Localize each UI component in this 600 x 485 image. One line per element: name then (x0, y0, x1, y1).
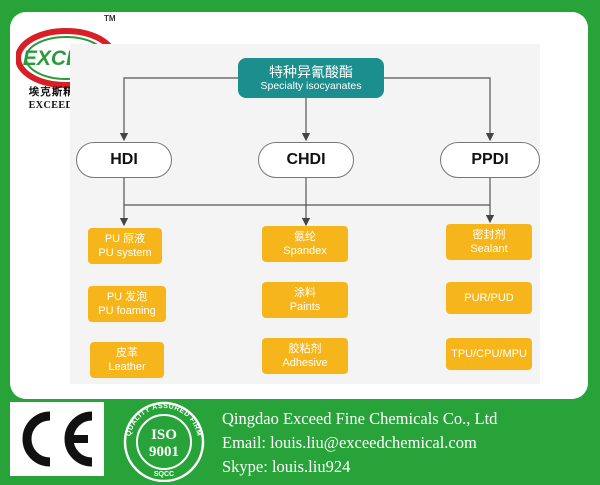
app-box: PUR/PUD (446, 282, 532, 314)
app-box-en: PU system (98, 247, 152, 259)
email-text: Email: louis.liu@exceedchemical.com (222, 433, 477, 452)
seal-number: 9001 (149, 444, 179, 460)
app-box-cn: 氨纶 (294, 231, 316, 243)
app-box: 氨纶 Spandex (262, 226, 348, 262)
app-box: PU 发泡 PU foaming (88, 286, 166, 322)
app-box: 密封剂 Sealant (446, 224, 532, 260)
app-box-cn: 密封剂 (472, 229, 506, 241)
app-box: TPU/CPU/MPU (446, 338, 532, 370)
app-box-en: Adhesive (282, 357, 328, 369)
ce-mark (10, 402, 104, 476)
app-box-cn: PU 原液 (104, 233, 146, 245)
app-box: PU 原液 PU system (88, 228, 162, 264)
branch-chdi: CHDI (258, 142, 354, 178)
skype-text: Skype: louis.liu924 (222, 457, 351, 476)
company-name: Qingdao Exceed Fine Chemicals Co., Ltd (222, 409, 498, 428)
seal-iso: ISO (151, 427, 177, 443)
iso-9001-seal: QUALITY ASSURED FIRM ISO 9001 SQCC (123, 401, 205, 482)
app-box: 胶粘剂 Adhesive (262, 338, 348, 374)
trademark-mark: TM (104, 14, 116, 23)
app-box-en: PUR/PUD (464, 292, 514, 304)
logo-english-name: EXCEED CHEM (28, 100, 110, 111)
app-box-en: Sealant (470, 243, 508, 255)
branch-hdi: HDI (76, 142, 172, 178)
app-box: 皮革 Leather (90, 342, 164, 378)
app-box-en: PU foaming (98, 305, 156, 317)
app-box-cn: PU 发泡 (106, 291, 148, 303)
app-box-en: TPU/CPU/MPU (451, 348, 527, 360)
app-box-cn: 胶粘剂 (288, 343, 322, 355)
seal-bottom-text: SQCC (154, 471, 174, 478)
diagram-panel (70, 44, 540, 384)
app-box-en: Paints (289, 301, 321, 313)
root-node: 特种异氰酸酯 Specialty isocyanates (238, 58, 384, 98)
app-box-cn: 涂料 (294, 287, 316, 299)
root-chinese: 特种异氰酸酯 (269, 65, 353, 81)
app-box-en: Spandex (283, 245, 327, 257)
app-box-en: Leather (108, 361, 146, 373)
root-english: Specialty isocyanates (260, 80, 362, 92)
app-box-cn: 皮革 (116, 347, 138, 359)
app-box: 涂料 Paints (262, 282, 348, 318)
branch-ppdi: PPDI (440, 142, 540, 178)
